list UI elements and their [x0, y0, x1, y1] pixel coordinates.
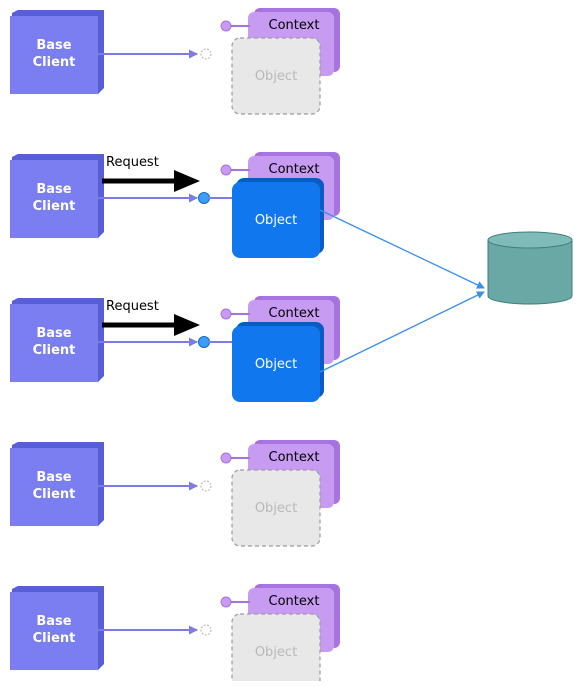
object-card — [231, 613, 321, 686]
request-label: Request — [106, 155, 159, 170]
client-label-line1: Base — [36, 326, 71, 341]
db-body — [487, 239, 573, 305]
object-label: Object — [255, 645, 297, 660]
context-label: Context — [269, 450, 320, 465]
context-link-icon — [220, 20, 232, 32]
object-node: Object — [231, 613, 321, 686]
request-label: Request — [106, 299, 159, 314]
object-connection-icon — [198, 192, 210, 204]
object-node: Object — [231, 37, 321, 115]
context-link-icon — [220, 164, 232, 176]
client-label-line2: Client — [33, 343, 76, 358]
object-node: Object — [232, 178, 324, 258]
context-link-icon — [220, 452, 232, 464]
db-link-row2 — [319, 209, 485, 289]
context-label: Context — [269, 594, 320, 609]
object-label: Object — [255, 213, 297, 228]
client-label-line2: Client — [33, 631, 76, 646]
client-label-line1: Base — [36, 182, 71, 197]
object-node: Object — [232, 322, 324, 402]
context-label: Context — [269, 18, 320, 33]
client-label-line1: Base — [36, 614, 71, 629]
client-face — [10, 16, 98, 94]
client-face — [10, 160, 98, 238]
request-arrow-head — [174, 314, 200, 336]
db-top — [487, 231, 573, 249]
client-label-line1: Base — [36, 38, 71, 53]
object-card — [231, 37, 321, 115]
object-node: Object — [231, 469, 321, 547]
database-cylinder-icon — [487, 231, 573, 305]
object-card — [232, 182, 320, 258]
client-face — [10, 304, 98, 382]
object-connection-icon — [200, 624, 212, 636]
object-label: Object — [255, 501, 297, 516]
object-label: Object — [255, 357, 297, 372]
object-card — [232, 326, 320, 402]
context-label: Context — [269, 306, 320, 321]
context-label: Context — [269, 162, 320, 177]
client-face — [10, 592, 98, 670]
db-link-row3 — [319, 291, 485, 373]
context-link-icon — [220, 308, 232, 320]
client-label-line2: Client — [33, 487, 76, 502]
object-connection-icon — [198, 336, 210, 348]
client-label-line2: Client — [33, 199, 76, 214]
object-connection-icon — [200, 48, 212, 60]
context-link-icon — [220, 596, 232, 608]
client-face — [10, 448, 98, 526]
client-label-line1: Base — [36, 470, 71, 485]
object-card — [231, 469, 321, 547]
object-connection-icon — [200, 480, 212, 492]
object-label: Object — [255, 69, 297, 84]
request-arrow-head — [174, 170, 200, 192]
client-label-line2: Client — [33, 55, 76, 70]
